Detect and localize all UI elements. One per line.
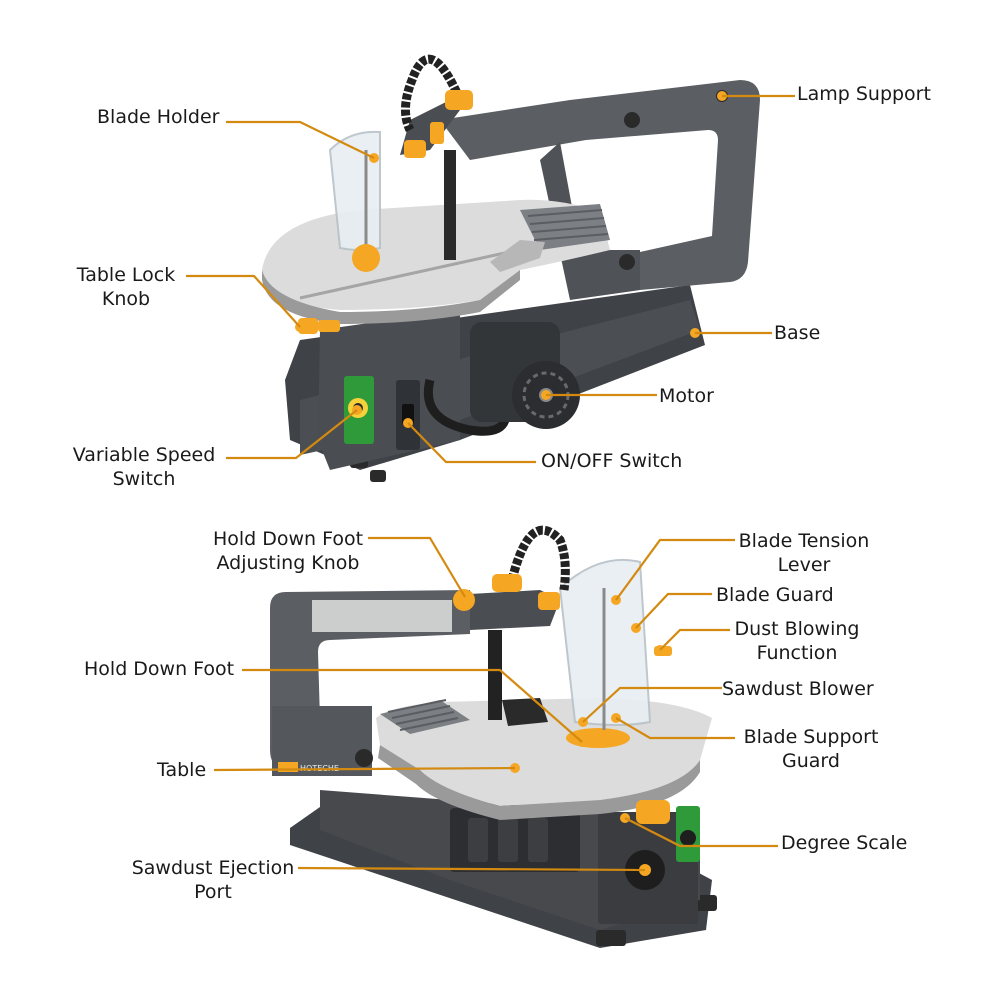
- label-blade-support-line1: Blade Support: [743, 726, 879, 748]
- label-hold-down-foot-adjusting-knob: Hold Down Foot Adjusting Knob: [204, 527, 372, 575]
- label-dust-blowing-function: Dust Blowing Function: [730, 617, 864, 665]
- label-on-off-switch: ON/OFF Switch: [541, 450, 683, 472]
- label-table: Table: [157, 759, 207, 781]
- label-blade-support-line2: Guard: [782, 750, 840, 772]
- leader-degree-scale: [624, 817, 778, 848]
- bottom-hold-down-foot: [502, 698, 548, 726]
- label-blade-guard: Blade Guard: [716, 584, 834, 606]
- label-dust-blowing-line1: Dust Blowing: [734, 618, 860, 640]
- label-degree-scale: Degree Scale: [781, 832, 908, 854]
- label-dust-blowing-line2: Function: [756, 642, 838, 664]
- label-lamp-support: Lamp Support: [797, 83, 931, 105]
- label-base: Base: [774, 322, 821, 344]
- label-sawdust-blower: Sawdust Blower: [722, 678, 874, 700]
- label-table-lock-knob-line2: Knob: [101, 288, 151, 310]
- label-hold-down-foot: Hold Down Foot: [84, 658, 235, 680]
- leader-sawdust-blower: [582, 686, 722, 723]
- top-lamp-gooseneck: [401, 54, 465, 133]
- leader-blade-guard: [635, 592, 712, 629]
- label-hold-down-knob-line1: Hold Down Foot: [212, 528, 364, 550]
- leader-ejection-port: [297, 866, 646, 872]
- bottom-saw: HOTECHE: [213, 525, 778, 948]
- label-variable-speed-line1: Variable Speed: [72, 444, 216, 466]
- leader-hold-down-knob: [368, 536, 466, 598]
- top-arm: [440, 80, 760, 290]
- label-blade-support-guard: Blade Support Guard: [738, 725, 884, 773]
- leader-blade-tension: [615, 538, 735, 601]
- label-ejection-port-line2: Port: [194, 881, 232, 903]
- top-saw: [186, 54, 795, 482]
- label-sawdust-ejection-port: Sawdust Ejection Port: [128, 856, 298, 904]
- label-table-lock-knob: Table Lock Knob: [66, 263, 186, 311]
- leader-speed: [226, 409, 358, 460]
- label-variable-speed-switch: Variable Speed Switch: [64, 443, 224, 491]
- label-blade-tension-line1: Blade Tension: [738, 530, 870, 552]
- leader-onoff: [407, 422, 536, 464]
- label-blade-tension-lever: Blade Tension Lever: [736, 529, 872, 577]
- leader-blade-holder: [226, 120, 375, 159]
- label-table-lock-knob-line1: Table Lock: [76, 264, 176, 286]
- label-blade-holder: Blade Holder: [97, 106, 220, 128]
- label-variable-speed-line2: Switch: [112, 468, 176, 490]
- label-motor: Motor: [659, 385, 714, 407]
- leader-hold-down-foot: [242, 668, 583, 743]
- leader-dust-blowing: [659, 628, 730, 651]
- leader-table-lock: [186, 274, 301, 328]
- bottom-lamp-gooseneck: [507, 525, 570, 591]
- leader-blade-support: [615, 717, 735, 740]
- label-ejection-port-line1: Sawdust Ejection: [131, 857, 295, 879]
- label-blade-tension-line2: Lever: [777, 554, 831, 576]
- label-hold-down-knob-line2: Adjusting Knob: [216, 552, 360, 574]
- leader-table: [213, 766, 516, 772]
